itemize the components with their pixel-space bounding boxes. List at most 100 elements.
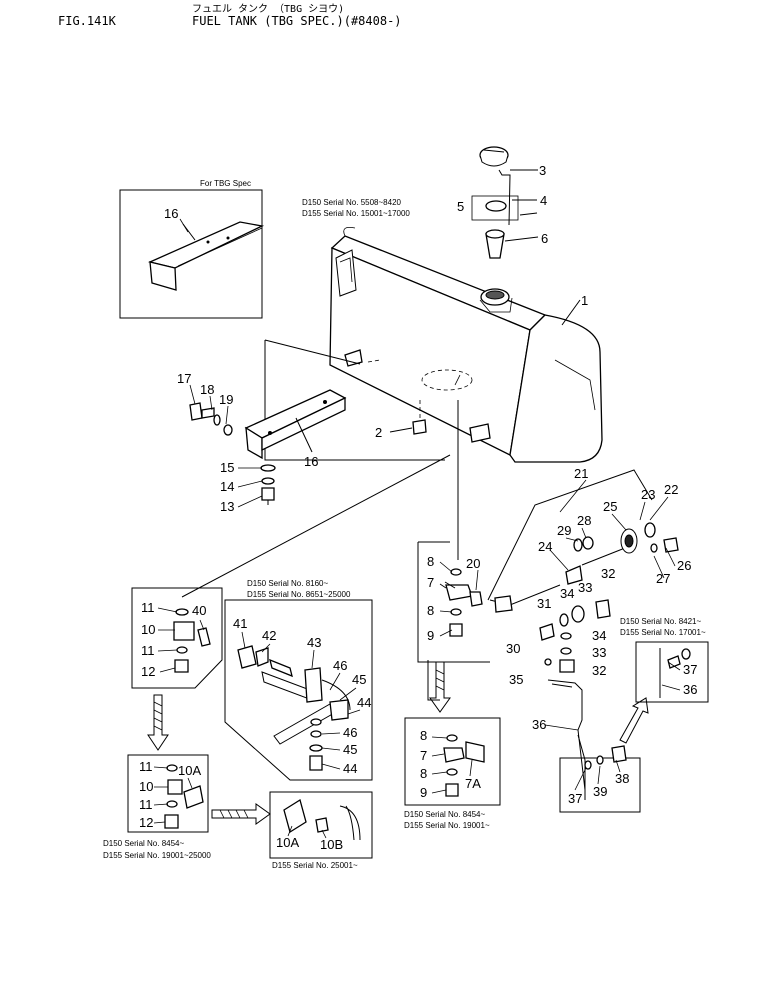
callout-8-valve-top: 8 (427, 554, 434, 569)
callout-39: 39 (593, 784, 607, 799)
note-bc-d150: D150 Serial No. 8454~ (404, 810, 485, 819)
callout-29: 29 (557, 523, 571, 538)
callout-16-top: 16 (164, 206, 178, 221)
callout-7-lower: 7 (420, 748, 427, 763)
callout-7A: 7A (465, 776, 481, 791)
callout-12-a: 12 (141, 664, 155, 679)
callout-2: 2 (375, 425, 382, 440)
callout-26: 26 (677, 558, 691, 573)
callout-15: 15 (220, 460, 234, 475)
callout-11-b: 11 (141, 643, 155, 658)
callout-9-valve: 9 (427, 628, 434, 643)
callout-10-a: 10 (141, 622, 155, 637)
figure-number: FIG.141K (58, 14, 116, 28)
callout-36-main: 36 (532, 717, 546, 732)
callout-10B: 10B (320, 837, 343, 852)
callout-36-right: 36 (683, 682, 697, 697)
callout-34-lower: 34 (592, 628, 606, 643)
note-bl-d150: D150 Serial No. 8454~ (103, 839, 184, 848)
up-arrow-right (619, 697, 649, 744)
callout-11-c: 11 (139, 759, 153, 774)
callout-41: 41 (233, 616, 247, 631)
note-right-d150: D150 Serial No. 8421~ (620, 617, 701, 626)
hose-box (224, 599, 373, 781)
strainer (485, 229, 505, 259)
callout-8-lower-b: 8 (420, 766, 427, 781)
callout-30: 30 (506, 641, 520, 656)
callout-16-mid: 16 (304, 454, 318, 469)
cap-strap (498, 169, 511, 226)
callout-38: 38 (615, 771, 629, 786)
callout-17: 17 (177, 371, 191, 386)
valve-box-lower (404, 660, 501, 806)
bracket-bolts (189, 402, 276, 505)
tank-bracket (244, 339, 445, 461)
callout-24: 24 (538, 539, 552, 554)
callout-45-bottom: 45 (343, 742, 357, 757)
note-right-d155: D155 Serial No. 17001~ (620, 628, 706, 637)
callout-43: 43 (307, 635, 321, 650)
callout-10-b: 10 (139, 779, 153, 794)
callout-3: 3 (539, 163, 546, 178)
filler-cap (479, 146, 509, 167)
callout-45-top: 45 (352, 672, 366, 687)
callout-22: 22 (664, 482, 678, 497)
connector-box-upper (131, 454, 451, 689)
callout-10A-bottom: 10A (276, 835, 299, 850)
right-arrow-bottom (211, 803, 271, 825)
note-top-d155: D155 Serial No. 15001~17000 (302, 209, 410, 218)
callout-8-lower-a: 8 (420, 728, 427, 743)
note-bc-d155: D155 Serial No. 19001~ (404, 821, 490, 830)
callout-8-valve-bottom: 8 (427, 603, 434, 618)
callout-21: 21 (574, 466, 588, 481)
callout-40: 40 (192, 603, 206, 618)
callout-4: 4 (540, 193, 547, 208)
packing-ring (485, 200, 507, 212)
callout-31: 31 (537, 596, 551, 611)
callout-10A-left: 10A (178, 763, 201, 778)
pipe-detail-box (635, 641, 709, 703)
callout-11-a: 11 (141, 600, 155, 615)
down-arrow-left (147, 694, 169, 751)
callout-12-b: 12 (139, 815, 153, 830)
note-mid-d150: D150 Serial No. 8160~ (247, 579, 328, 588)
callout-19: 19 (219, 392, 233, 407)
callout-33-lower: 33 (592, 645, 606, 660)
note-mid-d155: D155 Serial No. 8651~25000 (247, 590, 351, 599)
connector-box-lower (127, 754, 209, 833)
callout-7-valve: 7 (427, 575, 434, 590)
callout-35: 35 (509, 672, 523, 687)
drain-plug (412, 400, 427, 435)
callout-37-bottom: 37 (568, 791, 582, 806)
callout-18: 18 (200, 382, 214, 397)
note-top-d150: D150 Serial No. 5508~8420 (302, 198, 402, 207)
fuel-tank-body (329, 226, 603, 463)
fuel-line-assembly (487, 469, 679, 791)
note-tbg-spec: For TBG Spec (200, 179, 251, 188)
callout-28: 28 (577, 513, 591, 528)
callout-1: 1 (581, 293, 588, 308)
fuel-pipe-box (559, 734, 641, 813)
callout-46-mid: 46 (343, 725, 357, 740)
callout-37-right: 37 (683, 662, 697, 677)
callout-42: 42 (262, 628, 276, 643)
callout-44-top: 44 (357, 695, 371, 710)
callout-32-upper: 32 (601, 566, 615, 581)
valve-assembly (417, 400, 490, 663)
callout-5: 5 (457, 199, 464, 214)
tbg-spec-box (119, 189, 265, 319)
callout-33-upper: 33 (578, 580, 592, 595)
callout-11-d: 11 (139, 797, 153, 812)
callout-23: 23 (641, 487, 655, 502)
callout-14: 14 (220, 479, 234, 494)
callout-6: 6 (541, 231, 548, 246)
callout-25: 25 (603, 499, 617, 514)
note-bl-d155: D155 Serial No. 19001~25000 (103, 851, 211, 860)
callout-32-lower: 32 (592, 663, 606, 678)
note-bm-d155: D155 Serial No. 25001~ (272, 861, 358, 870)
callout-9-lower: 9 (420, 785, 427, 800)
figure-title: FUEL TANK (TBG SPEC.)(#8408-) (192, 14, 402, 28)
callout-44-bottom: 44 (343, 761, 357, 776)
adapter-box (269, 791, 373, 859)
